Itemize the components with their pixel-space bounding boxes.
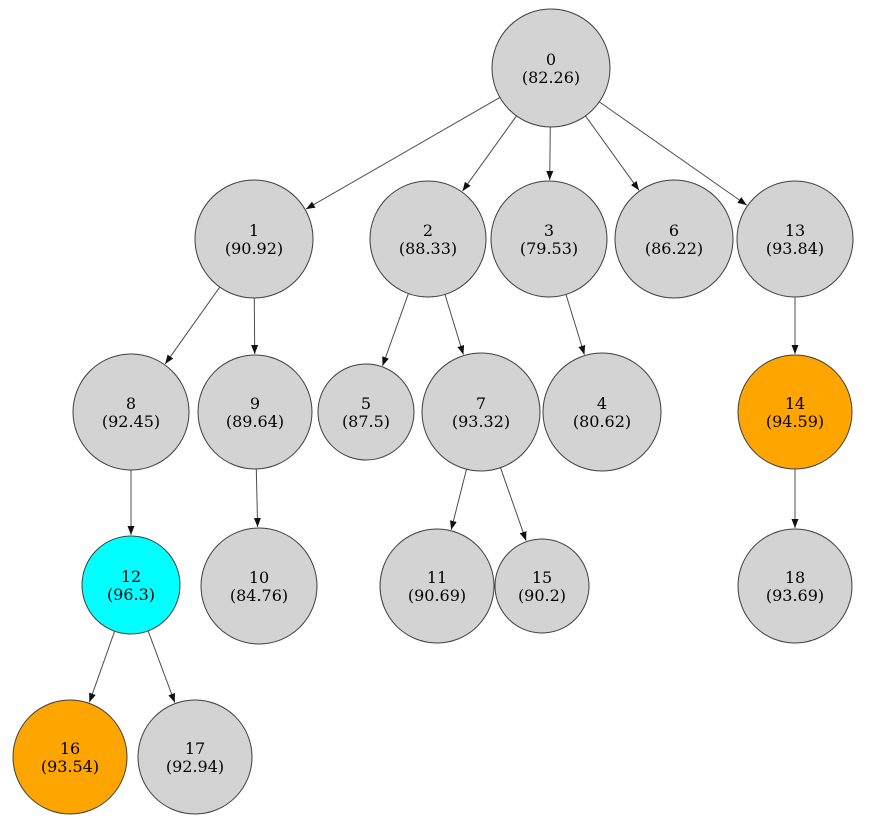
tree-node-3: 3(79.53) (490, 180, 608, 298)
edge-2-5 (382, 293, 409, 367)
node-id-label: 15 (532, 568, 552, 587)
edge-12-17 (147, 630, 176, 703)
tree-node-0: 0(82.26) (491, 8, 611, 128)
tree-node-8: 8(92.45) (72, 353, 190, 471)
node-circle-17 (137, 699, 253, 815)
node-circle-0 (491, 8, 611, 128)
node-circle-8 (72, 353, 190, 471)
node-value-label: (93.54) (41, 757, 99, 776)
node-id-label: 6 (669, 221, 679, 240)
node-value-label: (92.45) (102, 412, 160, 431)
tree-node-6: 6(86.22) (614, 179, 734, 299)
node-id-label: 9 (250, 394, 260, 413)
nodes-layer: 0(82.26)1(90.92)2(88.33)3(79.53)6(86.22)… (12, 8, 854, 815)
tree-node-1: 1(90.92) (194, 179, 314, 299)
node-circle-11 (379, 528, 495, 644)
tree-node-16: 16(93.54) (12, 699, 128, 815)
edge-0-2 (462, 115, 517, 192)
edge-0-6 (585, 115, 640, 191)
node-circle-18 (737, 528, 853, 644)
node-value-label: (84.76) (230, 586, 288, 605)
node-id-label: 5 (361, 394, 371, 413)
edge-7-15 (500, 467, 527, 541)
node-circle-5 (317, 363, 415, 461)
edge-12-16 (88, 631, 116, 703)
node-circle-16 (12, 699, 128, 815)
node-circle-12 (81, 535, 181, 635)
node-value-label: (89.64) (226, 412, 284, 431)
node-id-label: 14 (785, 394, 805, 413)
tree-node-9: 9(89.64) (197, 354, 313, 470)
tree-node-10: 10(84.76) (200, 527, 318, 645)
tree-node-4: 4(80.62) (542, 352, 662, 472)
edge-1-8 (164, 286, 221, 365)
node-value-label: (80.62) (573, 412, 631, 431)
node-id-label: 18 (785, 568, 805, 587)
edge-2-7 (444, 294, 465, 355)
edge-0-13 (599, 101, 747, 206)
node-circle-6 (614, 179, 734, 299)
node-value-label: (79.53) (520, 239, 578, 258)
tree-node-7: 7(93.32) (421, 352, 541, 472)
node-circle-9 (197, 354, 313, 470)
node-value-label: (96.3) (107, 585, 155, 604)
node-value-label: (90.69) (408, 586, 466, 605)
node-id-label: 2 (423, 221, 433, 240)
node-id-label: 12 (121, 567, 141, 586)
node-id-label: 1 (249, 221, 259, 240)
node-value-label: (93.69) (766, 586, 824, 605)
tree-node-17: 17(92.94) (137, 699, 253, 815)
tree-node-15: 15(90.2) (494, 538, 590, 634)
edge-7-11 (450, 469, 467, 530)
edges-layer (88, 96, 799, 703)
node-value-label: (92.94) (166, 757, 224, 776)
node-circle-2 (369, 180, 487, 298)
tree-node-13: 13(93.84) (736, 180, 854, 298)
node-id-label: 8 (126, 394, 136, 413)
node-circle-13 (736, 180, 854, 298)
node-value-label: (93.32) (452, 412, 510, 431)
node-id-label: 10 (249, 568, 269, 587)
node-value-label: (90.2) (518, 586, 566, 605)
node-circle-7 (421, 352, 541, 472)
edge-0-3 (546, 126, 554, 181)
node-circle-10 (200, 527, 318, 645)
node-value-label: (88.33) (399, 239, 457, 258)
node-id-label: 0 (546, 50, 556, 69)
node-id-label: 3 (544, 221, 554, 240)
tree-node-14: 14(94.59) (737, 354, 853, 470)
tree-node-11: 11(90.69) (379, 528, 495, 644)
tree-node-12: 12(96.3) (81, 535, 181, 635)
node-id-label: 17 (185, 739, 205, 758)
node-id-label: 11 (427, 568, 447, 587)
tree-node-5: 5(87.5) (317, 363, 415, 461)
node-value-label: (87.5) (342, 412, 390, 431)
node-value-label: (86.22) (645, 239, 703, 258)
node-circle-1 (194, 179, 314, 299)
node-value-label: (82.26) (522, 68, 580, 87)
node-id-label: 4 (597, 394, 607, 413)
node-circle-3 (490, 180, 608, 298)
node-id-label: 7 (476, 394, 486, 413)
node-value-label: (94.59) (766, 412, 824, 431)
node-circle-4 (542, 352, 662, 472)
node-circle-15 (494, 538, 590, 634)
node-id-label: 16 (60, 739, 80, 758)
node-id-label: 13 (785, 221, 805, 240)
node-circle-14 (737, 354, 853, 470)
edge-3-4 (565, 294, 586, 355)
edge-0-1 (305, 96, 501, 210)
tree-node-18: 18(93.69) (737, 528, 853, 644)
node-value-label: (93.84) (766, 239, 824, 258)
node-value-label: (90.92) (225, 239, 283, 258)
tree-node-2: 2(88.33) (369, 180, 487, 298)
edge-9-10 (253, 468, 261, 528)
